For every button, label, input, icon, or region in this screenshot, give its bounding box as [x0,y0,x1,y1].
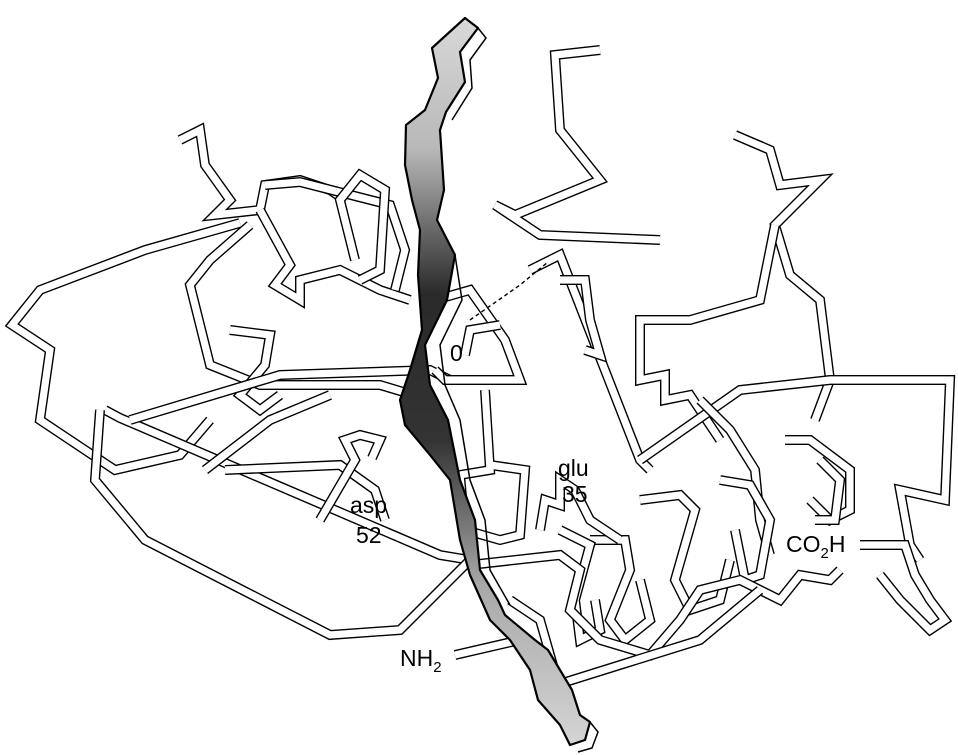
backbone-top-right-hook [495,50,660,240]
glu-number-label: 35 [562,481,588,507]
backbone-inner-hook [465,325,500,355]
co2h-label: CO2H [786,531,845,562]
backbone-upper-inner [435,290,520,380]
backbone-lower-left-return-core [95,410,470,635]
nh2-subscript: 2 [433,659,441,676]
backbone-lower-right-5-core [860,545,945,630]
asp-label: asp [350,492,387,518]
oxygen-label: 0 [450,340,463,366]
nh2-main: NH [400,645,433,671]
backbone-top-left [180,130,345,215]
backbone-lower-right-1 [640,495,730,610]
nh2-label: NH2 [400,645,442,676]
backbone-lower-left-return-outline [95,410,470,635]
backbone-mid-cross [230,330,280,410]
glu-label: glu [558,455,589,481]
backbone-lower-right-5-outline [860,545,945,630]
backbone-lower-right-1-core [640,495,730,610]
co2h-pre: CO [786,531,821,557]
backbone-lower-right-5 [860,545,945,630]
backbone-lower-left-return [95,410,470,635]
backbone-helix-top [340,175,385,280]
co2h-subscript: 2 [821,545,829,562]
asp-number-label: 52 [356,522,382,548]
co2h-post: H [829,531,846,557]
